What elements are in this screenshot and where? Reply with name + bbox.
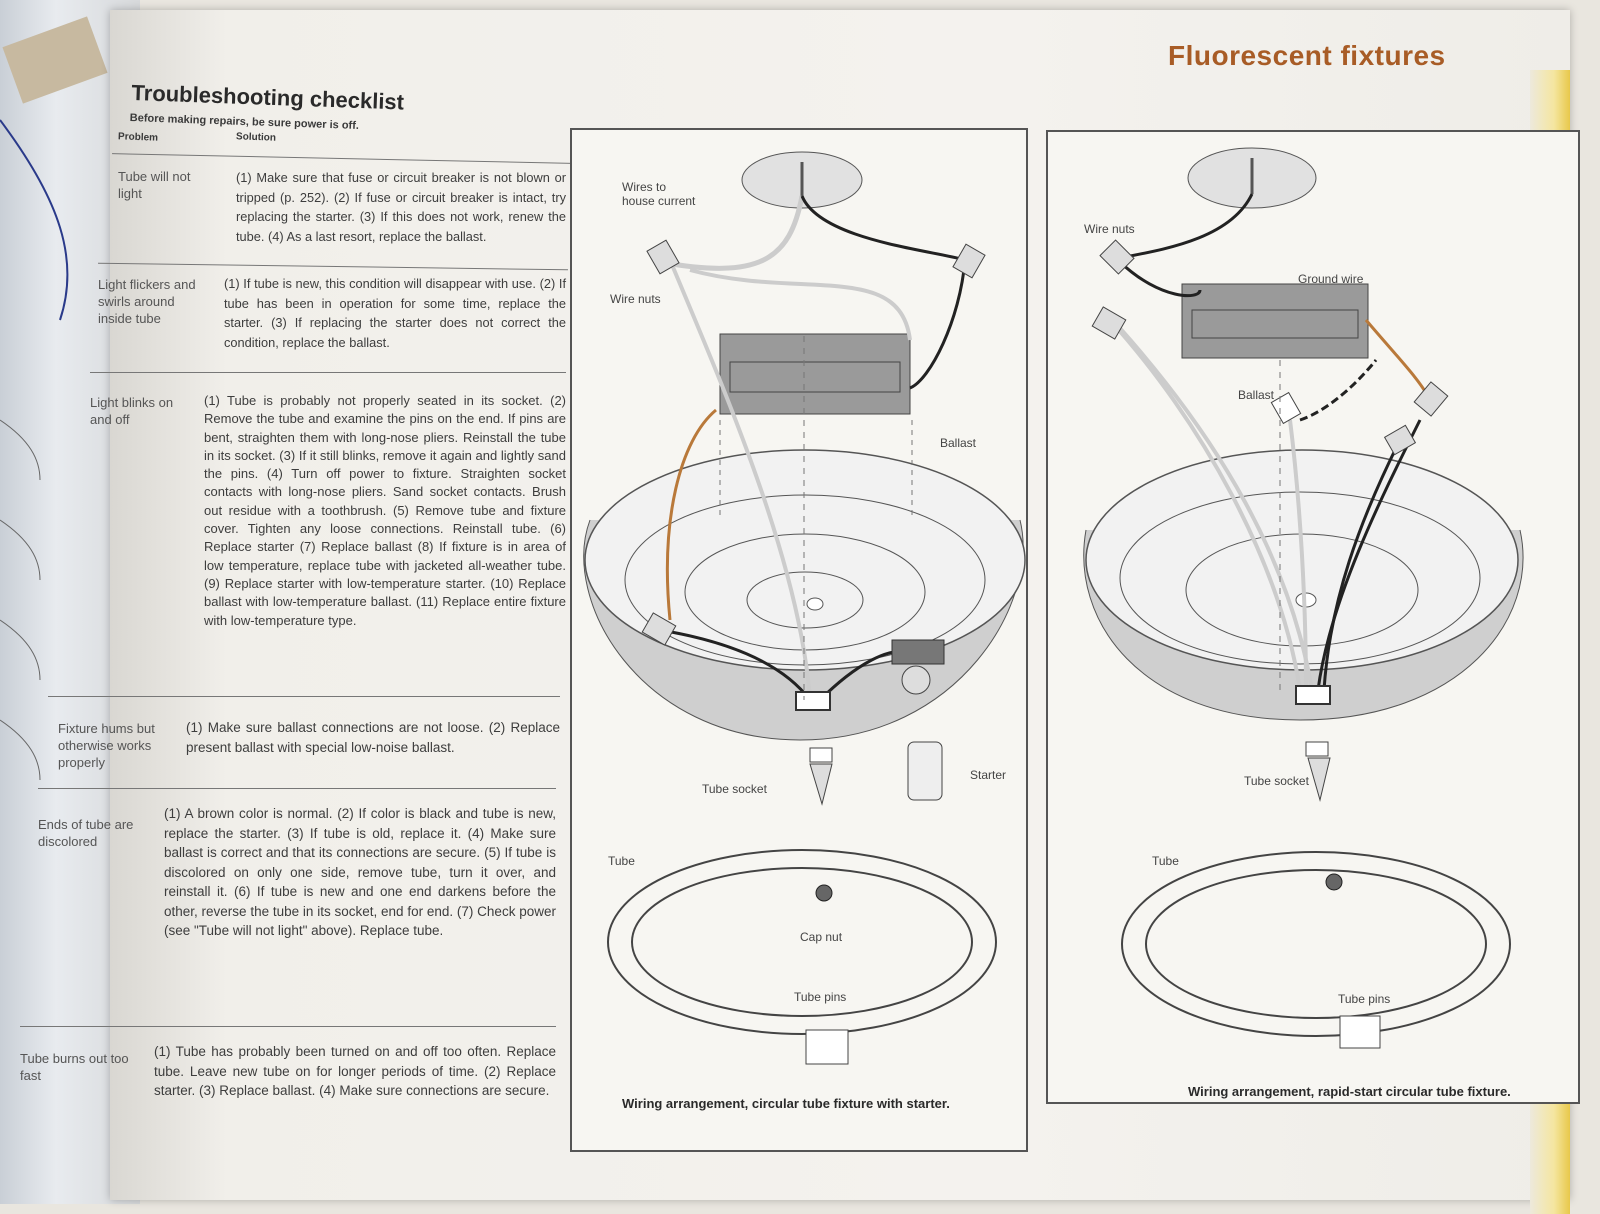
divider [20, 1026, 556, 1027]
label-wire-nuts: Wire nuts [1084, 222, 1135, 236]
solution-light-blinks: (1) Tube is probably not properly seated… [204, 393, 566, 628]
label-tube: Tube [608, 854, 635, 868]
divider [48, 696, 560, 697]
label-wire-nuts: Wire nuts [610, 292, 661, 306]
page-title: Fluorescent fixtures [1168, 40, 1446, 71]
label-tube-pins: Tube pins [794, 990, 847, 1004]
label-tube-socket: Tube socket [702, 782, 767, 796]
solution-tube-will-not-light: (1) Make sure that fuse or circuit break… [236, 170, 566, 244]
problem-tube-burns-out: Tube burns out too fast [20, 1051, 129, 1083]
label-cap-nut: Cap nut [800, 930, 843, 944]
problem-fixture-hums: Fixture hums but otherwise works properl… [58, 721, 155, 770]
problem-light-blinks: Light blinks on and off [90, 395, 174, 427]
label-starter: Starter [970, 768, 1007, 782]
figure-left-caption: Wiring arrangement, circular tube fixtur… [622, 1096, 950, 1111]
label-tube-socket: Tube socket [1244, 774, 1309, 788]
label-ballast: Ballast [940, 436, 977, 450]
solution-light-flickers: (1) If tube is new, this condition will … [224, 276, 566, 350]
divider [90, 372, 566, 373]
divider [38, 788, 556, 789]
solution-fixture-hums: (1) Make sure ballast connections are no… [186, 720, 560, 755]
problem-ends-discolored: Ends of tube are discolored [38, 817, 134, 849]
facing-page-illustration [0, 16, 108, 781]
solution-tube-burns-out: (1) Tube has probably been turned on and… [154, 1044, 556, 1098]
label-wires-to-house-current: Wires to house current [622, 180, 696, 208]
label-ballast: Ballast [1238, 388, 1275, 402]
label-tube-pins: Tube pins [1338, 992, 1391, 1006]
figure-right-caption: Wiring arrangement, rapid-start circular… [1188, 1084, 1511, 1099]
label-tube: Tube [1152, 854, 1179, 868]
solution-ends-discolored: (1) A brown color is normal. (2) If colo… [164, 806, 556, 938]
label-ground-wire: Ground wire [1298, 272, 1364, 286]
problem-light-flickers: Light flickers and swirls around inside … [98, 277, 196, 326]
problem-tube-will-not-light: Tube will not light [118, 169, 191, 201]
